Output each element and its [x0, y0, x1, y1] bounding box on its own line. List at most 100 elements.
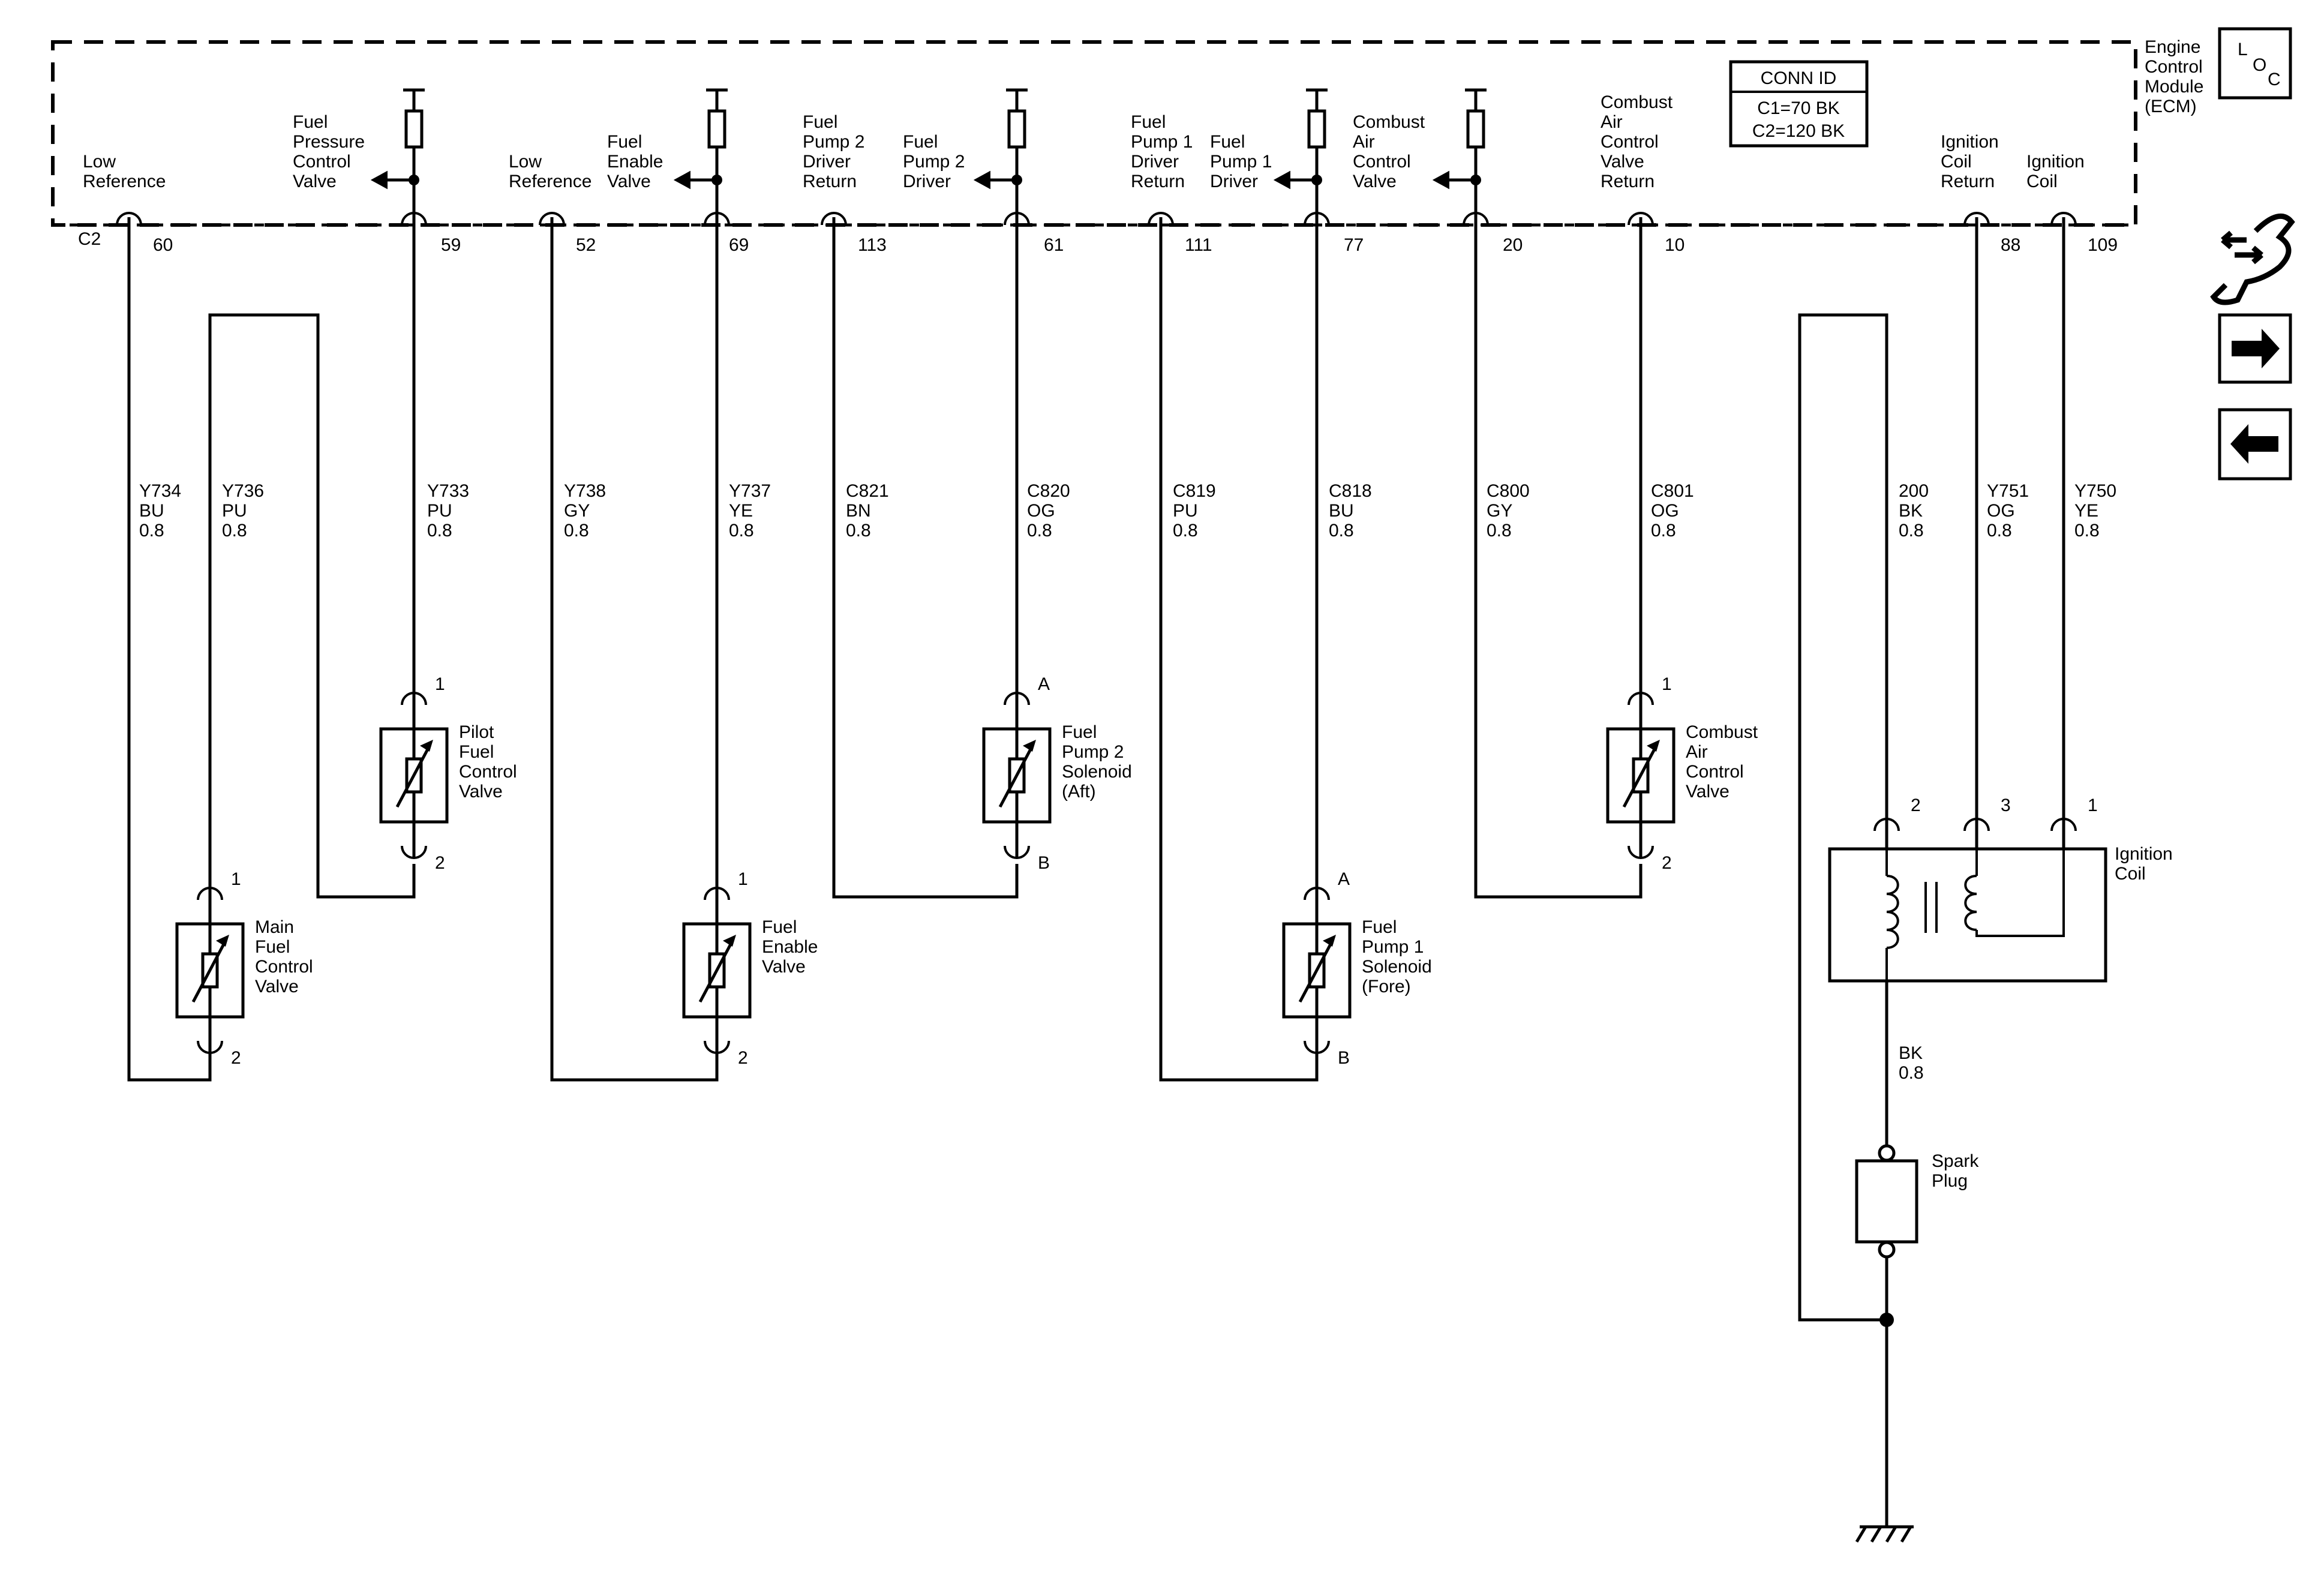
- wire-circuit: 200: [1899, 481, 1929, 501]
- component-pin-bottom: B: [1338, 1048, 1350, 1068]
- component-pin-top: A: [1338, 869, 1350, 889]
- ecm-pin-113: 113: [821, 212, 887, 255]
- loc-button[interactable]: L O C: [2218, 27, 2292, 100]
- driver-symbol: [1273, 88, 1328, 217]
- pin-label-line: Combust: [1601, 92, 1673, 112]
- wire-gauge: 0.8: [564, 521, 589, 541]
- wire-circuit: Y751: [1987, 481, 2029, 501]
- component-name-line: Pump 1: [1362, 937, 1424, 957]
- pin-label-line: Valve: [607, 172, 651, 191]
- component-pin-top: 1: [231, 869, 241, 889]
- connector-icon[interactable]: [2210, 214, 2295, 305]
- component-name-line: Pump 2: [1062, 742, 1124, 762]
- conn-id-c1: C1=70 BK: [1757, 98, 1840, 118]
- loc-letter-o: O: [2253, 55, 2266, 75]
- ecm-name-line: Module: [2145, 77, 2203, 97]
- wire-circuit: Y736: [222, 481, 264, 501]
- ecm-name-line: Engine: [2145, 37, 2200, 57]
- pin-number: 10: [1665, 235, 1685, 255]
- ecm-pin-52: 52: [539, 212, 596, 255]
- pin-label-line: Control: [1353, 152, 1411, 172]
- component-name-line: Control: [1686, 762, 1744, 782]
- arrow-left-icon[interactable]: [2218, 408, 2292, 481]
- coil-pin-1: 1: [2050, 795, 2098, 849]
- wire-gauge: 0.8: [2074, 521, 2100, 541]
- pin-number: 61: [1044, 235, 1064, 255]
- coil-pin-3: 3: [1963, 795, 2011, 849]
- wire-gauge: 0.8: [1487, 521, 1512, 541]
- pin-label-line: Coil: [1941, 152, 1972, 172]
- component-name-line: Fuel: [459, 742, 494, 762]
- component-name-line: Fuel: [762, 917, 797, 937]
- component-pin-bottom: B: [1038, 853, 1050, 873]
- wire-color: GY: [1487, 501, 1512, 521]
- connector-id-table: CONN ID C1=70 BK C2=120 BK: [1729, 60, 1869, 148]
- wire-circuit: Y734: [139, 481, 181, 501]
- pin-label-line: Air: [1353, 132, 1375, 152]
- component-name-line: Fuel: [1362, 917, 1397, 937]
- pin-label-line: Coil: [2026, 172, 2058, 191]
- wire-circuit: C818: [1329, 481, 1372, 501]
- pin-label-line: Return: [1131, 172, 1185, 191]
- wire-circuit: Y737: [729, 481, 771, 501]
- component-pin-top: 1: [1662, 674, 1672, 694]
- wire-color: PU: [1173, 501, 1198, 521]
- pin-label-line: Low: [83, 152, 116, 172]
- wire-gauge: 0.8: [1987, 521, 2012, 541]
- wire-gauge: 0.8: [846, 521, 871, 541]
- pin-label-line: Valve: [293, 172, 337, 191]
- component-name-line: Combust: [1686, 722, 1758, 742]
- wire-color: BN: [846, 501, 871, 521]
- coil-name-line: Coil: [2115, 864, 2146, 884]
- component-name-line: Control: [255, 957, 313, 977]
- ecm-name-line: (ECM): [2145, 97, 2197, 116]
- pin-label-line: Fuel: [1131, 112, 1166, 132]
- driver-symbol: [1432, 88, 1487, 217]
- spark-plug-name-line: Spark: [1932, 1151, 1979, 1171]
- component-name-line: Fuel: [1062, 722, 1097, 742]
- pin-number: 88: [2001, 235, 2020, 255]
- wire-color: BK: [1899, 501, 1923, 521]
- pin-label-line: Ignition: [2026, 152, 2085, 172]
- wire-gauge: 0.8: [729, 521, 754, 541]
- wire-circuit: C820: [1027, 481, 1070, 501]
- pin-number: 20: [1503, 235, 1523, 255]
- arrow-right-icon[interactable]: [2218, 313, 2292, 384]
- pin-label-line: Reference: [83, 172, 166, 191]
- ecm-pin-77: 77: [1304, 212, 1364, 255]
- wire-color: YE: [729, 501, 753, 521]
- component-pin-bottom: 2: [435, 853, 445, 873]
- component-name-line: (Fore): [1362, 977, 1411, 996]
- pin-label-line: Return: [1601, 172, 1655, 191]
- coil-pin-number: 1: [2088, 795, 2098, 815]
- pin-number: 59: [441, 235, 461, 255]
- pin-number: 111: [1185, 235, 1212, 255]
- ecm-pin-59: 59: [401, 212, 461, 255]
- wire-color: GY: [564, 501, 590, 521]
- pin-label-line: Combust: [1353, 112, 1425, 132]
- pin-label-line: Ignition: [1941, 132, 1999, 152]
- wire-color: OG: [1027, 501, 1055, 521]
